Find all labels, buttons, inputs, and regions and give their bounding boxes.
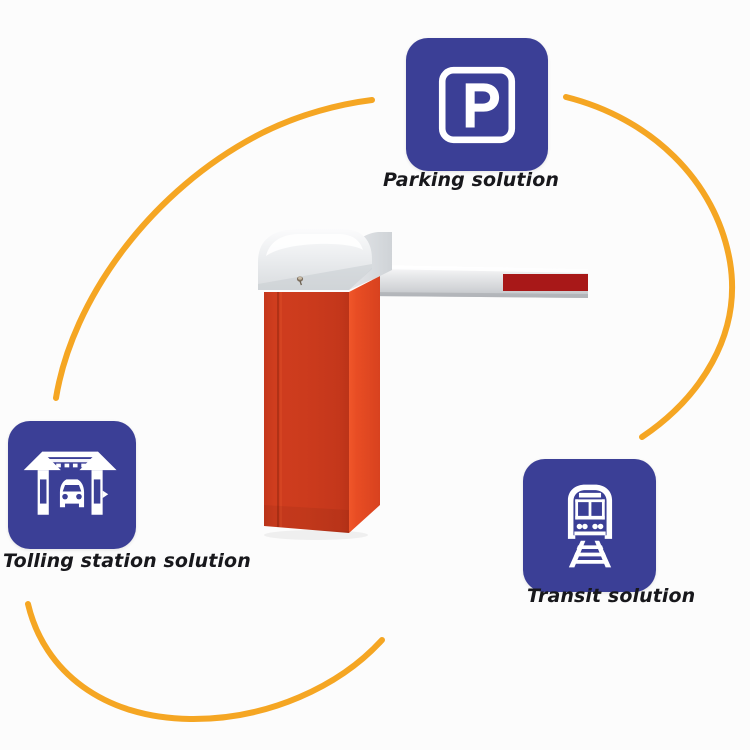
solution-tile-parking[interactable]: [406, 38, 548, 171]
solution-label-parking: Parking solution: [383, 169, 559, 191]
gate-side-face: [349, 276, 380, 533]
parking-p-icon: [438, 66, 516, 143]
arc-upper-left-path: [53, 97, 375, 401]
arc-bottom-path: [25, 601, 385, 723]
arc-right-path: [563, 94, 736, 440]
train-front-icon: [567, 484, 612, 567]
gate-front-face: [264, 292, 349, 533]
boom-arm: [372, 265, 588, 298]
solution-label-transit: Transit solution: [527, 585, 696, 607]
solution-label-tolling: Tolling station solution: [3, 550, 251, 572]
toll-gantry-car-icon: [23, 451, 117, 515]
reflective-stripe: [503, 274, 588, 291]
keyhole-lock: [296, 276, 304, 286]
solution-tile-tolling[interactable]: [8, 421, 136, 549]
solution-tile-transit[interactable]: [523, 459, 656, 592]
